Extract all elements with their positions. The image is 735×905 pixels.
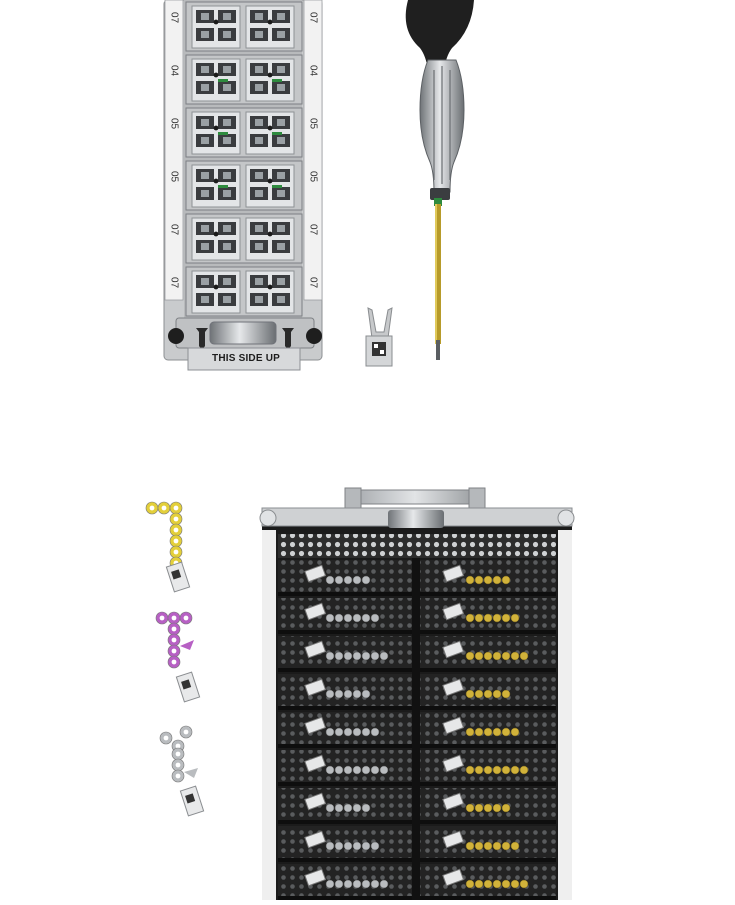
caddy-row-number: 07 <box>168 11 180 24</box>
caddy-row-number: 07 <box>307 276 319 289</box>
caddy-row-number: 05 <box>168 170 180 183</box>
caddy-rows <box>185 1 303 317</box>
caddy-row <box>185 107 303 158</box>
caddy-row <box>185 213 303 264</box>
screwdriver <box>405 0 474 360</box>
caddy-row-number: 05 <box>307 117 319 130</box>
caddy-row-number: 05 <box>168 117 180 130</box>
plate-tray <box>259 487 575 900</box>
yellow-plate <box>145 501 191 593</box>
silver-plate <box>159 725 205 817</box>
caddy-row-number: 07 <box>307 223 319 236</box>
caddy-row <box>185 160 303 211</box>
caddy-row-number: 07 <box>168 276 180 289</box>
caddy-row <box>185 1 303 52</box>
caddy-row-number: 04 <box>168 64 180 77</box>
caddy-row-number: 07 <box>168 223 180 236</box>
caddy-row <box>185 266 303 317</box>
screw-icon <box>196 328 294 350</box>
caddy-row-number: 04 <box>307 64 319 77</box>
this-side-up-label: THIS SIDE UP <box>212 353 280 364</box>
purple-plate <box>155 611 201 703</box>
screw-caddy <box>163 0 323 371</box>
caddy-row-number: 07 <box>307 11 319 24</box>
caddy-row-number: 05 <box>307 170 319 183</box>
caddy-row <box>185 54 303 105</box>
instrument-clip <box>365 307 393 367</box>
